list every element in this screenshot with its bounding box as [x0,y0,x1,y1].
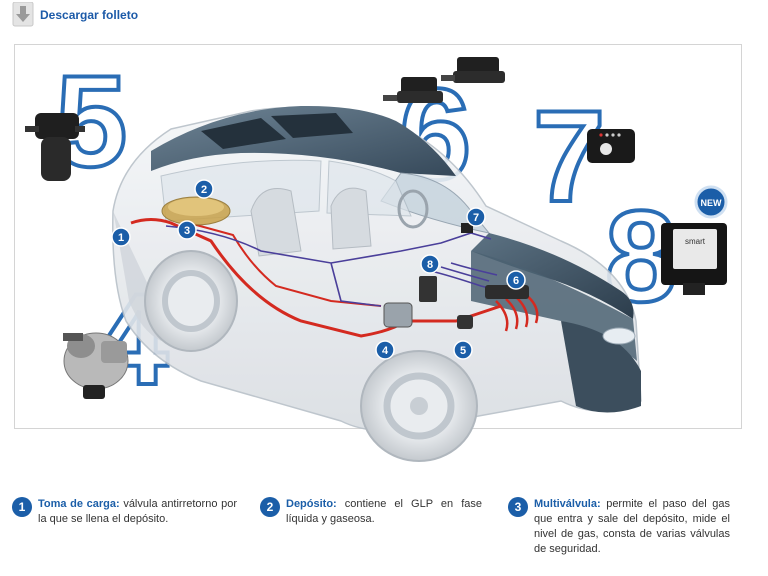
caption-term-1: Toma de carga: [38,498,120,510]
svg-text:5: 5 [460,345,466,357]
caption-description-1: válvula antirretorno por la que se llena… [38,498,237,525]
wiring-harness [165,225,502,307]
part-4-reducer-image [63,332,129,399]
gas-line [130,218,502,338]
part-6-injectors-image [383,57,505,103]
svg-text:4: 4 [382,345,389,357]
lpg-system-diagram: 5 6 7 8 4 [14,44,742,462]
caption-number-3: 3 [508,497,528,517]
marker-5[interactable]: 5 [453,340,473,360]
marker-6[interactable]: 6 [506,270,526,290]
download-brochure-label: Descargar folleto [40,8,139,22]
ecu-component [419,276,437,302]
svg-text:NEW: NEW [701,198,723,208]
gas-line-branch [188,222,382,307]
part-7-switch-image [587,129,635,163]
caption-number-1: 1 [12,497,32,517]
caption-text-3: Multiválvula: permite el paso del gas qu… [534,497,730,557]
part-8-ecu-image: smart [661,223,727,295]
svg-text:3: 3 [184,225,190,237]
svg-text:1: 1 [118,232,124,244]
front-wheel [360,350,478,462]
svg-text:6: 6 [513,275,519,287]
caption-text-2: Depósito: contiene el GLP en fase líquid… [286,497,482,527]
injector-lines [495,294,539,332]
caption-term-2: Depósito: [286,498,337,510]
caption-text-1: Toma de carga: válvula antirretorno por … [38,497,237,527]
svg-text:2: 2 [201,184,207,196]
marker-1[interactable]: 1 [111,227,131,247]
download-brochure-link[interactable]: Descargar folleto [12,0,138,30]
rear-wheel [144,250,238,352]
marker-7[interactable]: 7 [466,207,486,227]
caption-description-2: contiene el GLP en fase líquida y gaseos… [286,498,482,525]
car-illustration: 5 6 7 8 4 [25,46,728,462]
caption-term-3: Multiválvula: [534,498,601,510]
caption-3: 3 Multiválvula: permite el paso del gas … [508,497,730,557]
reducer-component [383,302,413,328]
svg-text:7: 7 [473,212,479,224]
filter-component [457,315,473,329]
caption-description-3: permite el paso del gas que entra y sale… [534,498,730,555]
marker-8[interactable]: 8 [420,254,440,274]
new-badge: NEW [694,185,728,219]
svg-text:smart: smart [685,237,706,246]
download-arrow-icon [12,2,34,27]
marker-3[interactable]: 3 [177,220,197,240]
caption-number-2: 2 [260,497,280,517]
caption-2: 2 Depósito: contiene el GLP en fase líqu… [260,497,482,527]
lpg-tank [161,196,231,226]
caption-1: 1 Toma de carga: válvula antirretorno po… [12,497,237,527]
marker-4[interactable]: 4 [375,340,395,360]
part-5-filter-image [25,113,85,181]
switch-component [461,223,473,233]
svg-text:8: 8 [427,259,433,271]
marker-2[interactable]: 2 [194,179,214,199]
